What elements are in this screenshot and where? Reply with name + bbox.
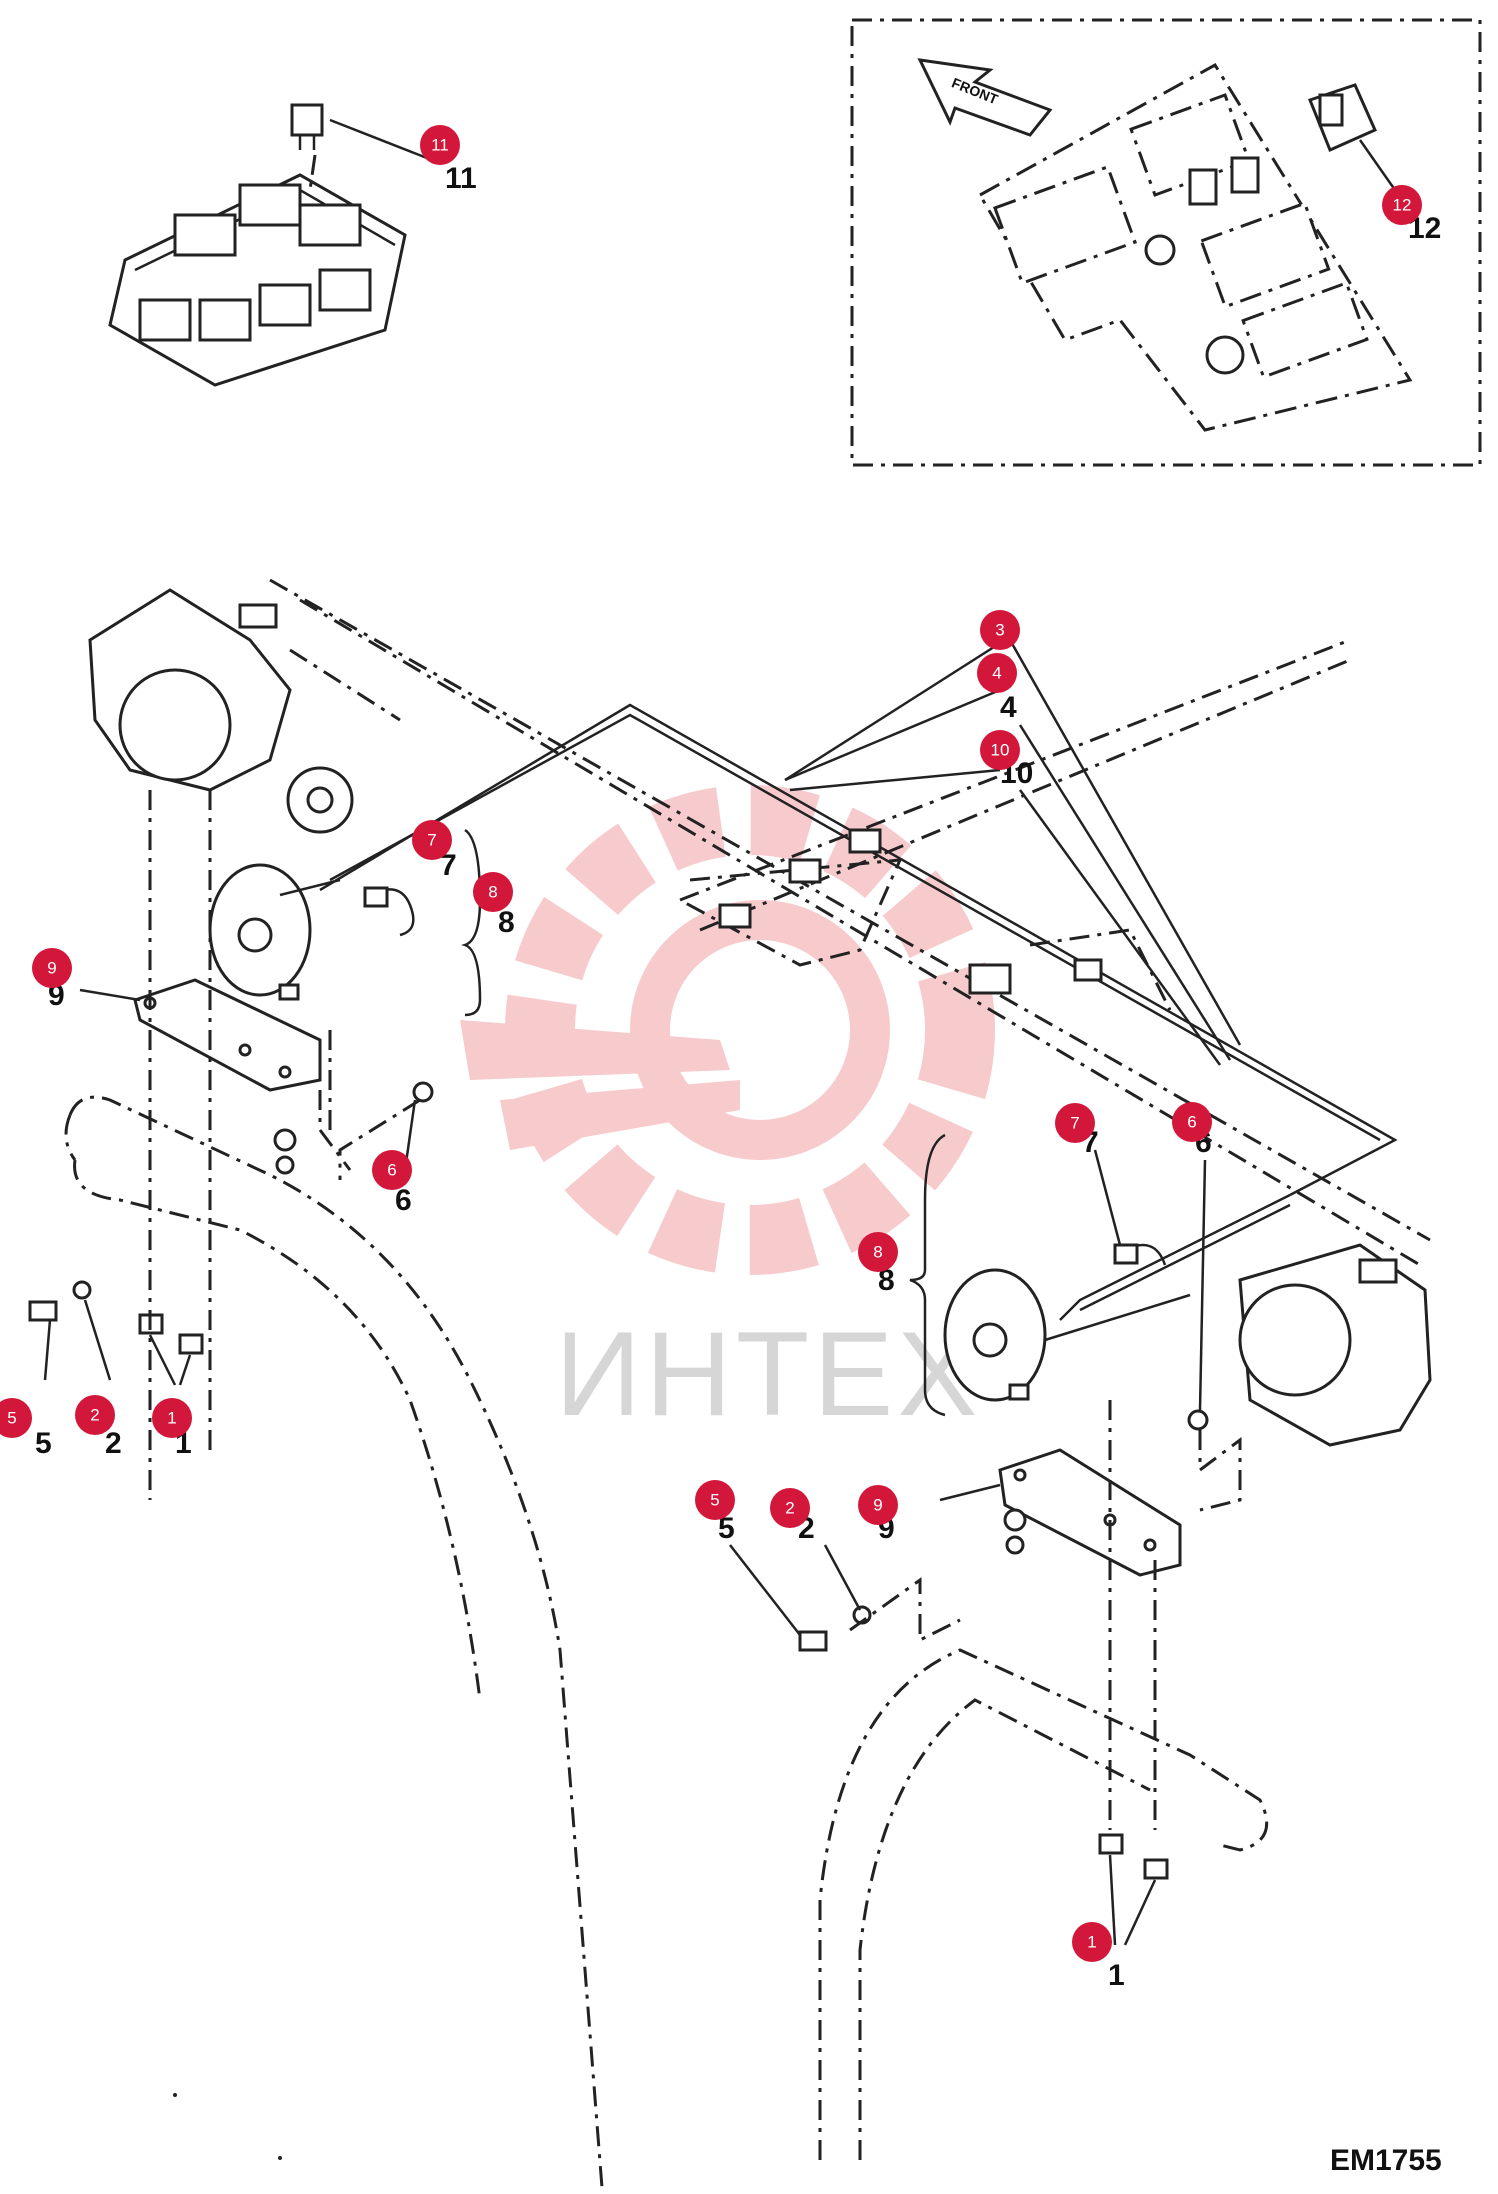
- svg-text:1: 1: [1087, 1933, 1096, 1952]
- badge-7-left: 7: [412, 820, 452, 860]
- svg-text:2: 2: [90, 1406, 99, 1425]
- front-arrow-icon: FRONT: [917, 58, 1053, 137]
- right-horn: [943, 1268, 1191, 1402]
- left-horn: [208, 863, 341, 1001]
- svg-text:8: 8: [488, 883, 497, 902]
- relay-icon: [290, 103, 324, 150]
- label-5-left: 5: [35, 1427, 52, 1460]
- svg-text:3: 3: [995, 621, 1004, 640]
- label-5-right: 5: [718, 1512, 735, 1545]
- left-washers: [273, 1128, 297, 1175]
- badge-6-left: 6: [372, 1150, 412, 1190]
- drawing-code: EM1755: [1330, 2144, 1442, 2177]
- right-connector: [1113, 1243, 1167, 1266]
- badge-10: 10: [980, 730, 1020, 770]
- badge-8-right: 8: [858, 1232, 898, 1272]
- svg-text:11: 11: [431, 136, 449, 155]
- left-connector: [363, 886, 415, 937]
- callout-labels: 11 12 4 10 7 8 9 6 5 2 1 7 6 8 5 2 9 1: [35, 162, 1441, 1992]
- svg-text:2: 2: [785, 1499, 794, 1518]
- leader-lines: [43, 638, 1242, 1946]
- switch-panel: [977, 62, 1413, 432]
- badge-7-right: 7: [1055, 1103, 1095, 1143]
- label-2-left: 2: [105, 1427, 122, 1460]
- badge-3: 3: [980, 610, 1020, 650]
- badge-1-left: 1: [152, 1398, 192, 1438]
- label-1-right: 1: [1108, 1959, 1125, 1992]
- rocker-switch-icon: [1308, 83, 1377, 153]
- label-7-left: 7: [440, 849, 457, 882]
- svg-text:1: 1: [167, 1409, 176, 1428]
- svg-text:6: 6: [1187, 1113, 1196, 1132]
- left-bolts: [28, 1280, 204, 1355]
- badge-2-left: 2: [75, 1395, 115, 1435]
- left-mount-bar: [68, 1095, 605, 2194]
- badge-5-right: 5: [695, 1480, 735, 1520]
- watermark-logo: [460, 785, 995, 1275]
- badge-1-right: 1: [1072, 1922, 1112, 1962]
- svg-text:7: 7: [427, 831, 436, 850]
- watermark-text: ИНТЕХ: [555, 1307, 981, 1441]
- badge-9-right: 9: [858, 1485, 898, 1525]
- right-lamp-housing: [1238, 1243, 1432, 1447]
- svg-text:12: 12: [1393, 196, 1412, 215]
- badge-2-right: 2: [770, 1488, 810, 1528]
- label-4: 4: [1000, 691, 1017, 724]
- svg-text:5: 5: [7, 1409, 16, 1428]
- svg-text:9: 9: [873, 1496, 882, 1515]
- badge-6-right: 6: [1172, 1102, 1212, 1142]
- inset-frame: [850, 18, 1482, 467]
- left-bracket: [133, 978, 322, 1092]
- right-washers: [1003, 1508, 1027, 1555]
- label-8-right: 8: [878, 1264, 895, 1297]
- svg-text:7: 7: [1070, 1114, 1079, 1133]
- badge-9-left: 9: [32, 948, 72, 988]
- right-nut: [1187, 1409, 1209, 1431]
- badge-4: 4: [977, 653, 1017, 693]
- label-6-left: 6: [395, 1184, 412, 1217]
- right-bolts: [798, 1605, 1169, 1880]
- svg-text:5: 5: [710, 1491, 719, 1510]
- left-grommet: [286, 766, 354, 834]
- badge-12: 12: [1382, 185, 1422, 225]
- callout-badges: 11 12 3 4 10 7 8 9 6 5 2 1 7 6 8 5 2 9 1: [0, 125, 1422, 1962]
- right-mount-bar: [818, 1648, 1269, 2160]
- label-11: 11: [445, 162, 477, 195]
- svg-text:6: 6: [387, 1161, 396, 1180]
- fuse-relay-block: [108, 173, 407, 387]
- badge-11: 11: [420, 125, 460, 165]
- badge-5-left: 5: [0, 1398, 32, 1438]
- svg-text:8: 8: [873, 1243, 882, 1262]
- label-8-left: 8: [498, 906, 515, 939]
- badge-8-left: 8: [473, 872, 513, 912]
- right-bracket: [998, 1448, 1182, 1577]
- left-hook: [64, 1114, 77, 1161]
- svg-text:4: 4: [992, 664, 1001, 683]
- left-nut: [412, 1081, 434, 1103]
- left-lamp-housing: [88, 588, 292, 792]
- svg-text:9: 9: [47, 959, 56, 978]
- svg-text:10: 10: [991, 741, 1010, 760]
